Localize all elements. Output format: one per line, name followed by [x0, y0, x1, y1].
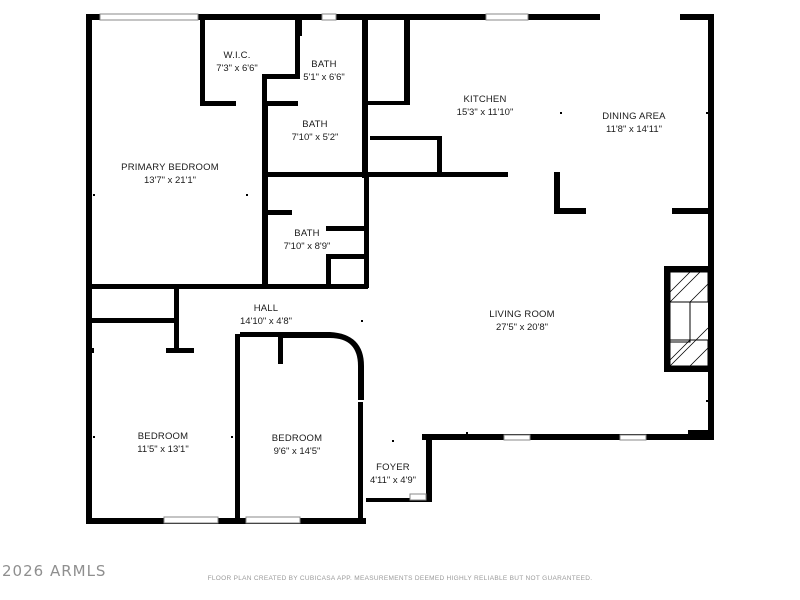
room-dims-kitchen: 15'3" x 11'10"	[457, 107, 514, 118]
room-name-bedroom-left: BEDROOM	[138, 431, 189, 442]
room-name-living-room: LIVING ROOM	[489, 309, 555, 320]
room-name-bedroom-right: BEDROOM	[272, 433, 323, 444]
room-dims-living-room: 27'5" x 20'8"	[496, 322, 548, 333]
fireplace	[669, 271, 709, 367]
room-dims-dining: 11'8" x 14'11"	[606, 124, 662, 135]
room-name-foyer: FOYER	[376, 462, 410, 473]
watermark: 2026 ARMLS	[2, 562, 107, 580]
room-dims-bedroom-right: 9'6" x 14'5"	[274, 446, 321, 457]
room-name-bath-middle: BATH	[302, 119, 327, 130]
room-name-hall: HALL	[254, 303, 279, 314]
door-markers	[93, 112, 708, 442]
room-name-dining: DINING AREA	[602, 111, 666, 122]
room-name-kitchen: KITCHEN	[463, 94, 506, 105]
disclaimer: FLOOR PLAN CREATED BY CUBICASA APP. MEAS…	[207, 575, 593, 582]
room-dims-wic: 7'3" x 6'6"	[216, 63, 258, 74]
room-name-primary-bedroom: PRIMARY BEDROOM	[121, 162, 219, 173]
room-dims-bedroom-left: 11'5" x 13'1"	[137, 444, 188, 455]
room-name-bath-upper: BATH	[311, 59, 336, 70]
windows	[99, 13, 647, 524]
room-labels: W.I.C. 7'3" x 6'6" BATH 5'1" x 6'6" KITC…	[121, 50, 666, 486]
room-dims-primary-bedroom: 13'7" x 21'1"	[144, 175, 196, 186]
room-dims-bath-lower: 7'10" x 8'9"	[284, 241, 331, 252]
walls	[86, 14, 714, 524]
room-name-wic: W.I.C.	[223, 50, 250, 61]
room-dims-hall: 14'10" x 4'8"	[240, 316, 292, 327]
room-dims-bath-upper: 5'1" x 6'6"	[303, 72, 345, 83]
room-dims-foyer: 4'11" x 4'9"	[370, 475, 416, 486]
room-dims-bath-middle: 7'10" x 5'2"	[292, 132, 339, 143]
room-name-bath-lower: BATH	[294, 228, 319, 239]
